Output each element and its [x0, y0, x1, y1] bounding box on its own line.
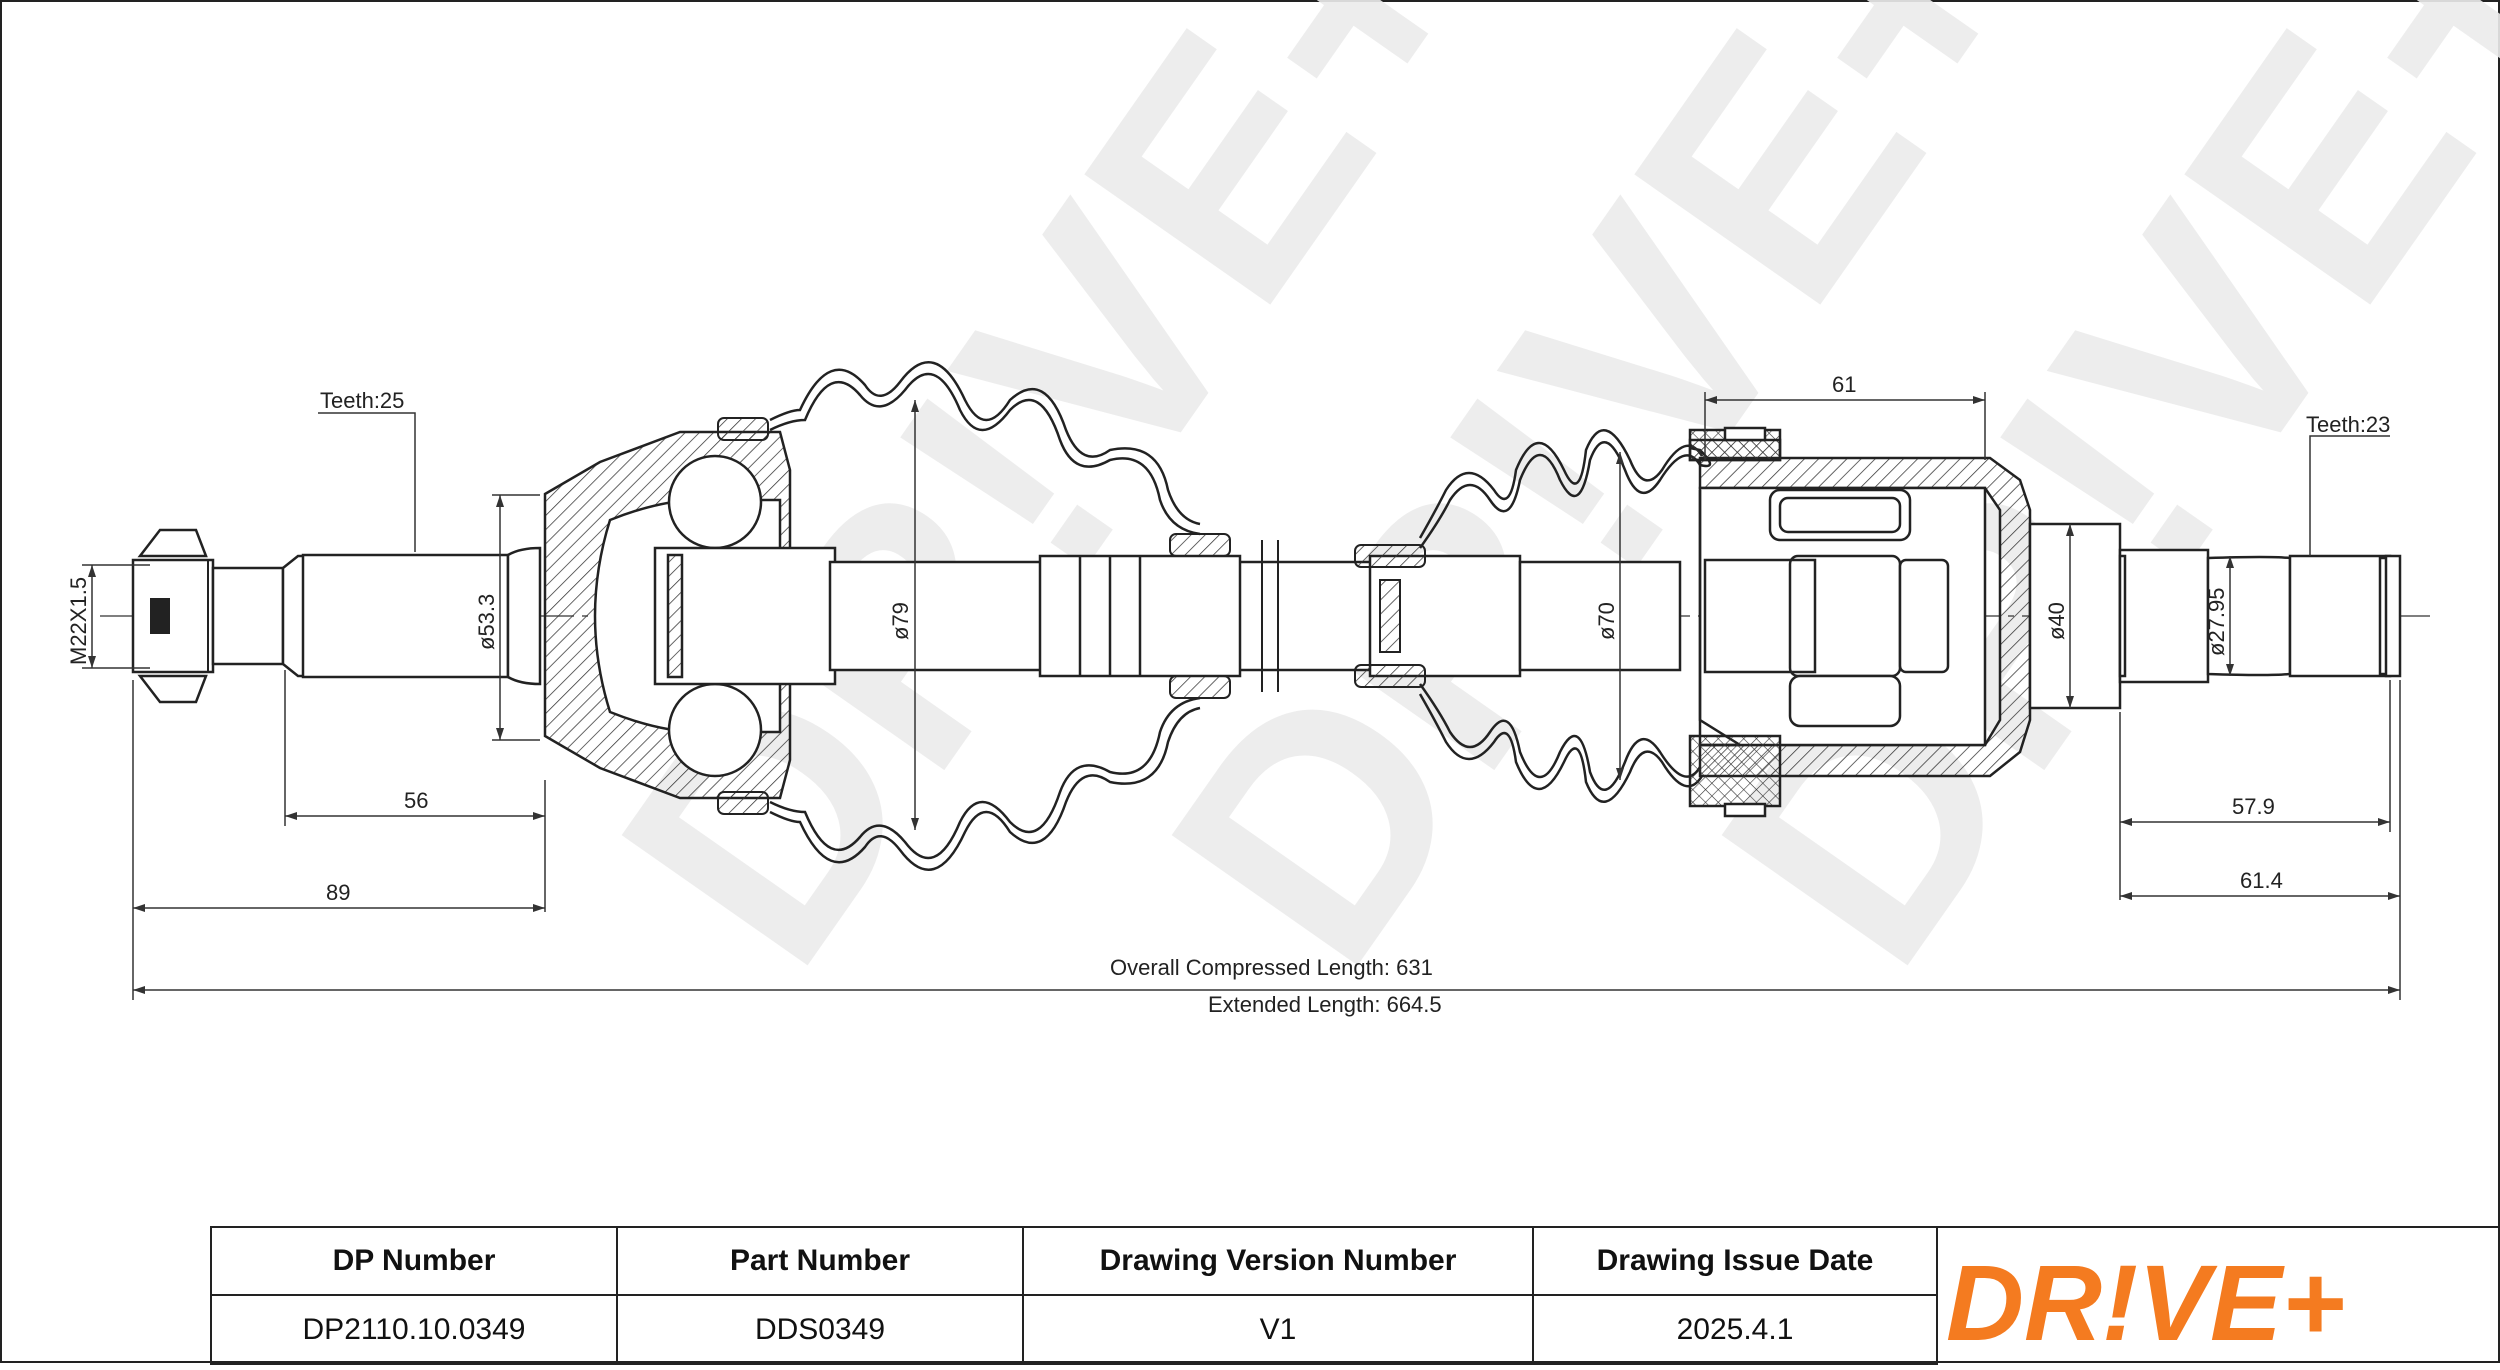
len-56-label: 56 — [404, 788, 428, 813]
right-clamps — [1354, 544, 1426, 688]
title-block: DP Number Part Number Drawing Version Nu… — [210, 1226, 2500, 1365]
teeth-right-label: Teeth:23 — [2306, 412, 2390, 437]
dimension-arrows — [88, 396, 2400, 994]
drawing-issue-date-value: 2025.4.1 — [1532, 1294, 1938, 1365]
right-boot — [1418, 429, 1712, 803]
len-57-9-label: 57.9 — [2232, 794, 2275, 819]
right-stub — [2028, 522, 2402, 710]
brand-logo: DR!VE+ — [1946, 1242, 2345, 1363]
thread-label: M22X1.5 — [66, 577, 91, 665]
len-61-label: 61 — [1832, 372, 1856, 397]
brand-logo-text: DR!VE+ — [1946, 1242, 2345, 1363]
brand-logo-cell: DR!VE+ — [1936, 1226, 2500, 1363]
right-cv-joint — [1688, 426, 2032, 818]
left-boot — [769, 361, 1201, 871]
dp-number-header: DP Number — [210, 1226, 618, 1296]
title-block-table: DP Number Part Number Drawing Version Nu… — [210, 1226, 1938, 1365]
drawing-version-header: Drawing Version Number — [1022, 1226, 1534, 1296]
d-spline-right-label: ø27.95 — [2204, 588, 2229, 657]
center-shaft — [828, 554, 1682, 678]
len-61-4-label: 61.4 — [2240, 868, 2283, 893]
teeth-left-label: Teeth:25 — [320, 388, 404, 413]
part-number-header: Part Number — [616, 1226, 1024, 1296]
d-boot-left-label: ø79 — [888, 602, 913, 640]
drawing-version-value: V1 — [1022, 1294, 1534, 1365]
left-cv-joint — [543, 430, 837, 800]
overall-length-label: Overall Compressed Length: 631 — [1110, 955, 1433, 980]
dp-number-value: DP2110.10.0349 — [210, 1294, 618, 1365]
part-number-value: DDS0349 — [616, 1294, 1024, 1365]
d-boot-right-label: ø70 — [1594, 602, 1619, 640]
extended-length-label: Extended Length: 664.5 — [1208, 992, 1442, 1017]
dimension-labels: Teeth:25 Teeth:23 M22X1.5 ø53.3 ø79 ø70 … — [66, 372, 2390, 1017]
watermark: DR!VE+ DR!VE+ DR!VE+ — [550, 0, 2500, 1024]
drawing-issue-date-header: Drawing Issue Date — [1532, 1226, 1938, 1296]
left-clamps — [717, 417, 1231, 815]
len-89-label: 89 — [326, 880, 350, 905]
d-shaft-left-label: ø53.3 — [474, 594, 499, 650]
left-stub — [131, 528, 542, 704]
d-housing-label: ø40 — [2044, 602, 2069, 640]
